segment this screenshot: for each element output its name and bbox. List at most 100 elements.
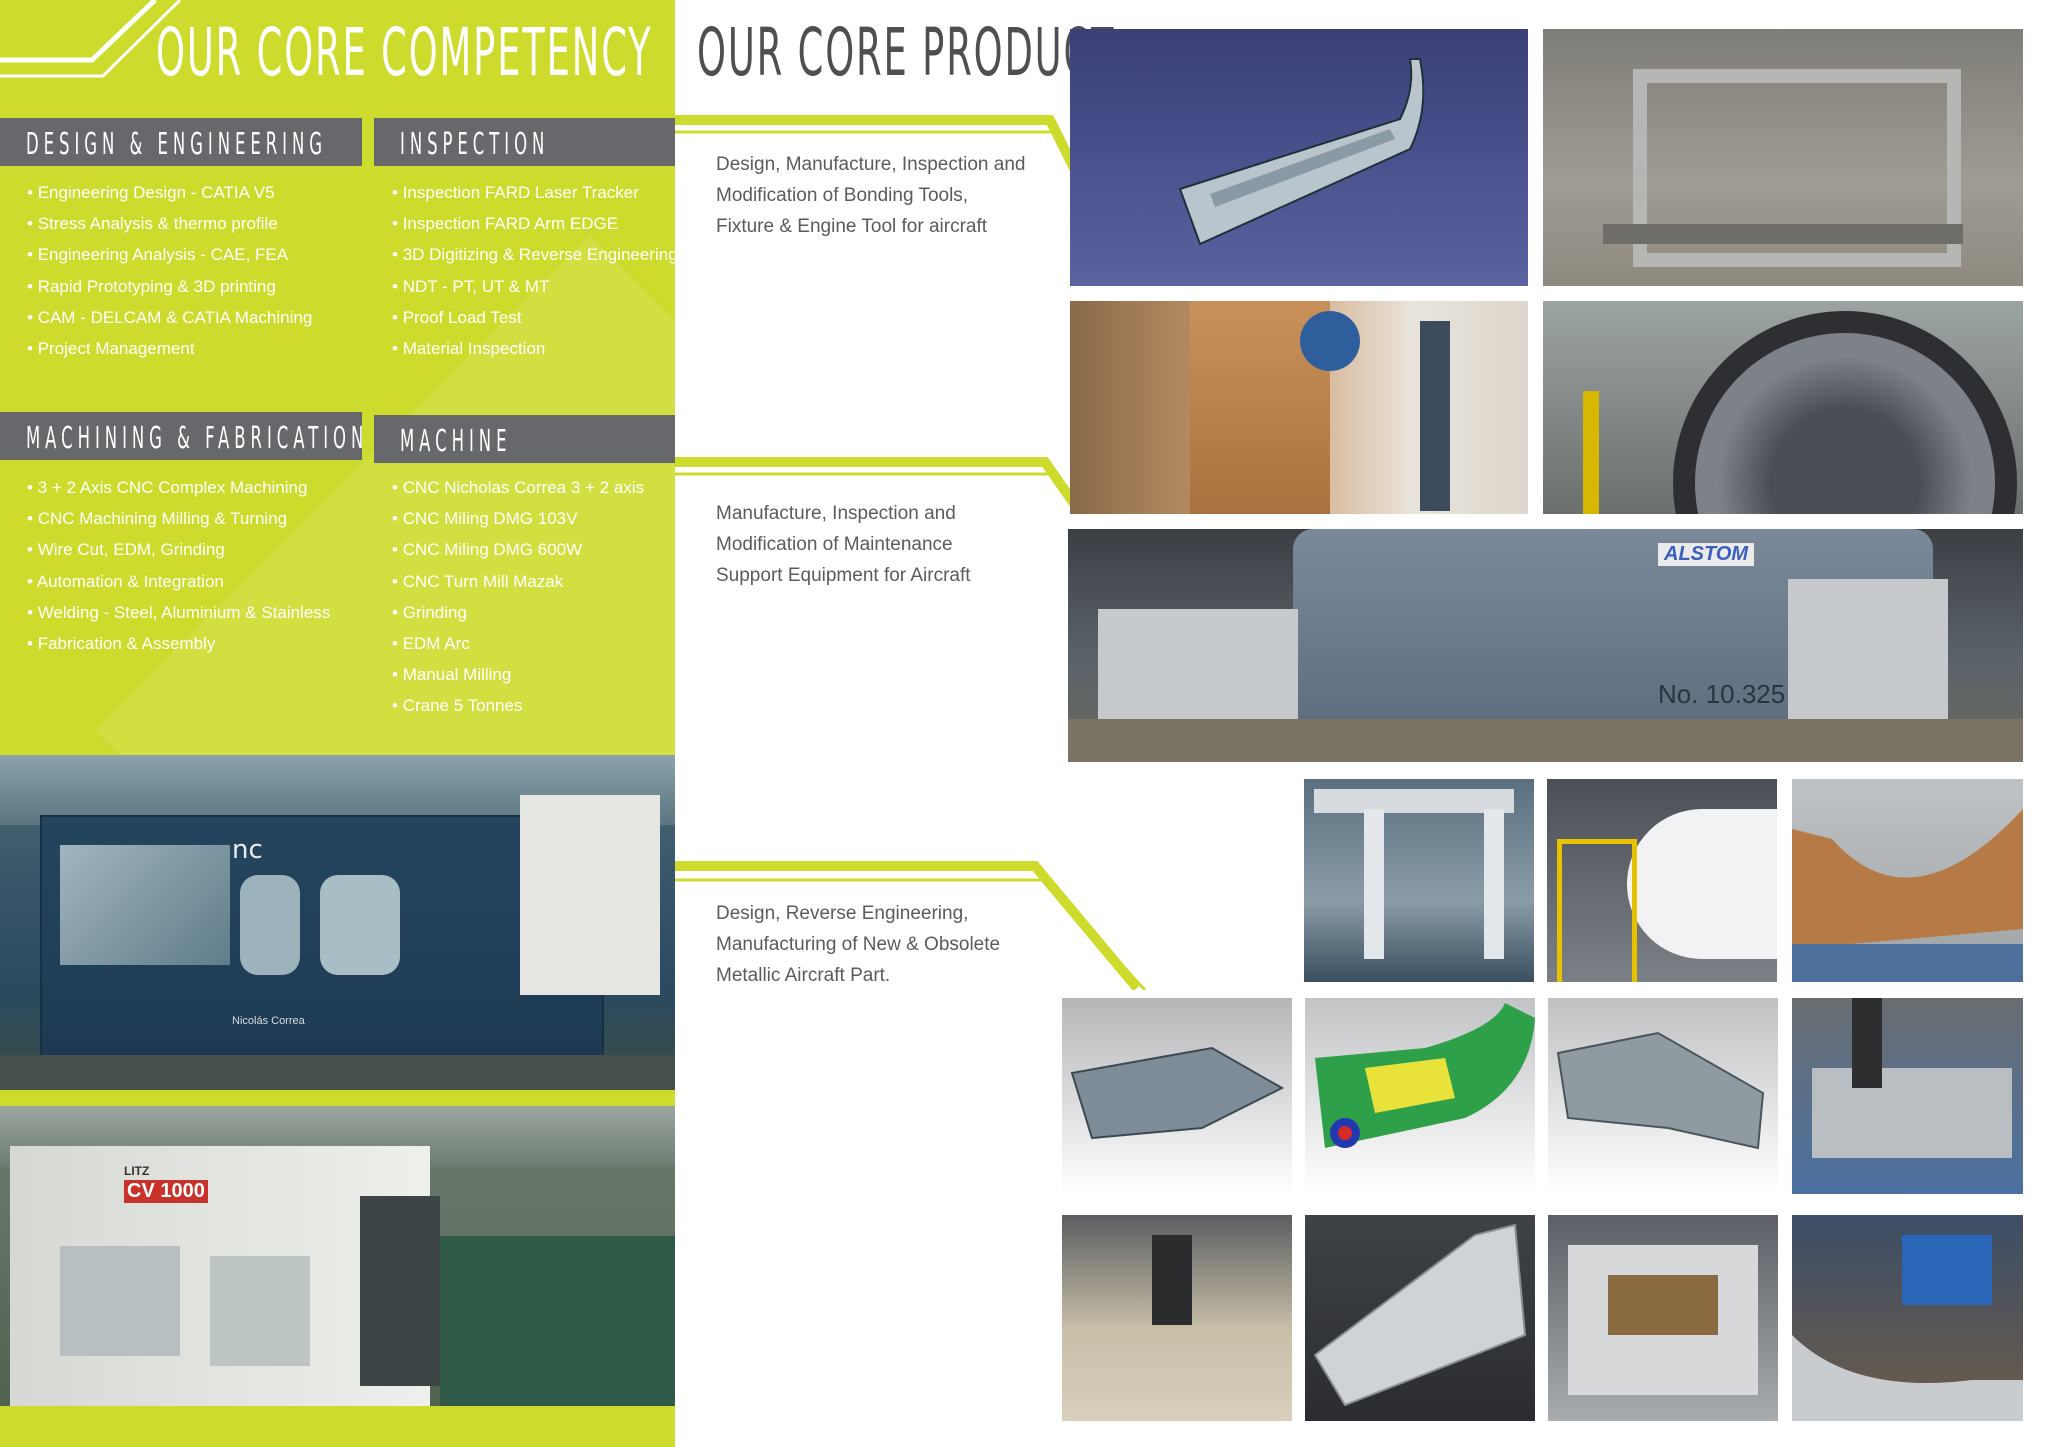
testing-machine-photo — [1548, 1215, 1778, 1421]
machine-window — [60, 1246, 180, 1356]
list-item: Fabrication & Assembly — [27, 628, 330, 659]
description-line: Support Equipment for Aircraft — [716, 565, 971, 586]
spindle — [1852, 998, 1882, 1088]
description-line: Modification of Maintenance — [716, 534, 953, 555]
steel-fixture-photo — [1543, 29, 2023, 286]
list-item: Material Inspection — [392, 333, 675, 364]
section-header-machine: MACHINE — [374, 415, 675, 463]
part-render-1 — [1062, 998, 1292, 1194]
machine-window — [210, 1256, 310, 1366]
tarp-number: No. 10.325 — [1658, 679, 1786, 709]
machine-window — [320, 875, 400, 975]
competency-title: OUR CORE COMPETENCY — [156, 14, 653, 91]
aircraft-nose — [1627, 809, 1777, 959]
accent-strip-bottom — [0, 1406, 675, 1447]
machine-model: CV 1000 — [124, 1180, 208, 1203]
engine-ring — [1673, 311, 2017, 514]
part-render-2 — [1548, 998, 1778, 1194]
part-shape — [1556, 1031, 1765, 1150]
machining-list: 3 + 2 Axis CNC Complex Machining CNC Mac… — [27, 472, 331, 659]
section-header-machining: MACHINING & FABRICATION — [0, 412, 363, 460]
control-panel — [360, 1196, 440, 1386]
list-item: Inspection FARD Arm EDGE — [392, 208, 675, 239]
list-item: CNC Nicholas Correa 3 + 2 axis — [392, 472, 644, 503]
list-item: Engineering Design - CATIA V5 — [27, 177, 312, 208]
list-item: Engineering Analysis - CAE, FEA — [27, 239, 312, 270]
inspection-list: Inspection FARD Laser Tracker Inspection… — [392, 177, 675, 364]
connector-stripes-2 — [675, 861, 1147, 990]
section-header-design: DESIGN & ENGINEERING — [0, 118, 362, 166]
cnc-machining-photo — [1792, 998, 2023, 1194]
competency-panel: OUR CORE COMPETENCY DESIGN & ENGINEERING… — [0, 0, 675, 755]
title-stripes — [0, 0, 182, 78]
machine-window — [240, 875, 300, 975]
list-item: Welding - Steel, Aluminium & Stainless — [27, 597, 331, 628]
description-line: Manufacturing of New & Obsolete — [716, 934, 1001, 955]
list-item: Grinding — [392, 597, 644, 628]
bonding-tool-inspection-photo — [1070, 301, 1528, 514]
list-item: Proof Load Test — [392, 302, 675, 333]
list-item: Manual Milling — [392, 659, 644, 690]
cnc-machine-photo: nc Nicolás Correa — [0, 755, 675, 1090]
list-item: Crane 5 Tonnes — [392, 690, 644, 721]
yellow-stand — [1557, 839, 1637, 982]
fixture-frame — [1633, 69, 1961, 267]
alstom-equipment-photo: ALSTOM No. 10.325 — [1068, 529, 2023, 762]
enclosure-panel — [440, 1236, 675, 1406]
description-line: Fixture & Engine Tool for aircraft — [716, 216, 988, 237]
part-shape — [1313, 1223, 1527, 1407]
list-item: NDT - PT, UT & MT — [392, 271, 675, 302]
factory-floor — [0, 1055, 675, 1090]
description-line: Design, Reverse Engineering, — [716, 903, 969, 924]
connector-stripes-1 — [675, 115, 1085, 510]
machine-brand: LITZ — [124, 1164, 150, 1178]
section-title: MACHINE — [400, 424, 512, 459]
list-item: Stress Analysis & thermo profile — [27, 208, 312, 239]
engine-tool-photo — [1543, 301, 2023, 514]
list-item: CNC Miling DMG 103V — [392, 503, 644, 534]
list-item: Wire Cut, EDM, Grinding — [27, 534, 330, 565]
description-line: Metallic Aircraft Part. — [716, 965, 891, 986]
list-item: Project Management — [27, 333, 312, 364]
floor-rail — [1068, 719, 2023, 762]
machine-brand: nc — [232, 835, 263, 865]
fea-analysis-render — [1305, 998, 1535, 1194]
list-item: CNC Machining Milling & Turning — [27, 503, 330, 534]
spindle — [1152, 1235, 1192, 1325]
test-specimen — [1608, 1275, 1718, 1335]
measuring-arm — [1420, 321, 1450, 511]
cad-part-shape — [1178, 58, 1425, 246]
product-description-3: Design, Reverse Engineering, Manufacturi… — [716, 898, 1000, 991]
crane-post — [1484, 809, 1504, 959]
list-item: CAM - DELCAM & CATIA Machining — [27, 302, 313, 333]
accent-strip — [0, 1090, 675, 1106]
section-header-inspection: INSPECTION — [374, 118, 675, 166]
machine-panel — [520, 795, 660, 995]
list-item: Automation & Integration — [27, 566, 330, 597]
machine-window — [60, 845, 230, 965]
part-shape — [1070, 1046, 1285, 1140]
list-item: EDM Arc — [392, 628, 644, 659]
machined-part — [1812, 1068, 2012, 1158]
tarp-brand: ALSTOM — [1658, 543, 1755, 566]
description-line: Modification of Bonding Tools, — [716, 185, 969, 206]
part-fitting-photo — [1792, 1215, 2023, 1421]
product-title: OUR CORE PRODUCT — [697, 14, 1116, 91]
description-line: Manufacture, Inspection and — [716, 503, 956, 524]
crane-equipment-photo — [1304, 779, 1534, 982]
support-stand — [1583, 391, 1599, 514]
list-item: Inspection FARD Laser Tracker — [392, 177, 675, 208]
machine-name: Nicolás Correa — [232, 1015, 305, 1027]
list-item: CNC Turn Mill Mazak — [392, 566, 644, 597]
crane-post — [1364, 809, 1384, 959]
fea-shape — [1315, 1003, 1535, 1148]
section-title: MACHINING & FABRICATION — [26, 421, 369, 456]
fixture-base — [1603, 224, 1963, 244]
worker — [1300, 311, 1360, 371]
section-title: INSPECTION — [400, 127, 550, 162]
aluminium-part-photo — [1305, 1215, 1535, 1421]
milling-photo — [1062, 1215, 1292, 1421]
support-frame — [1098, 609, 1298, 719]
description-line: Design, Manufacture, Inspection and — [716, 154, 1026, 175]
support-frame — [1788, 579, 1948, 719]
